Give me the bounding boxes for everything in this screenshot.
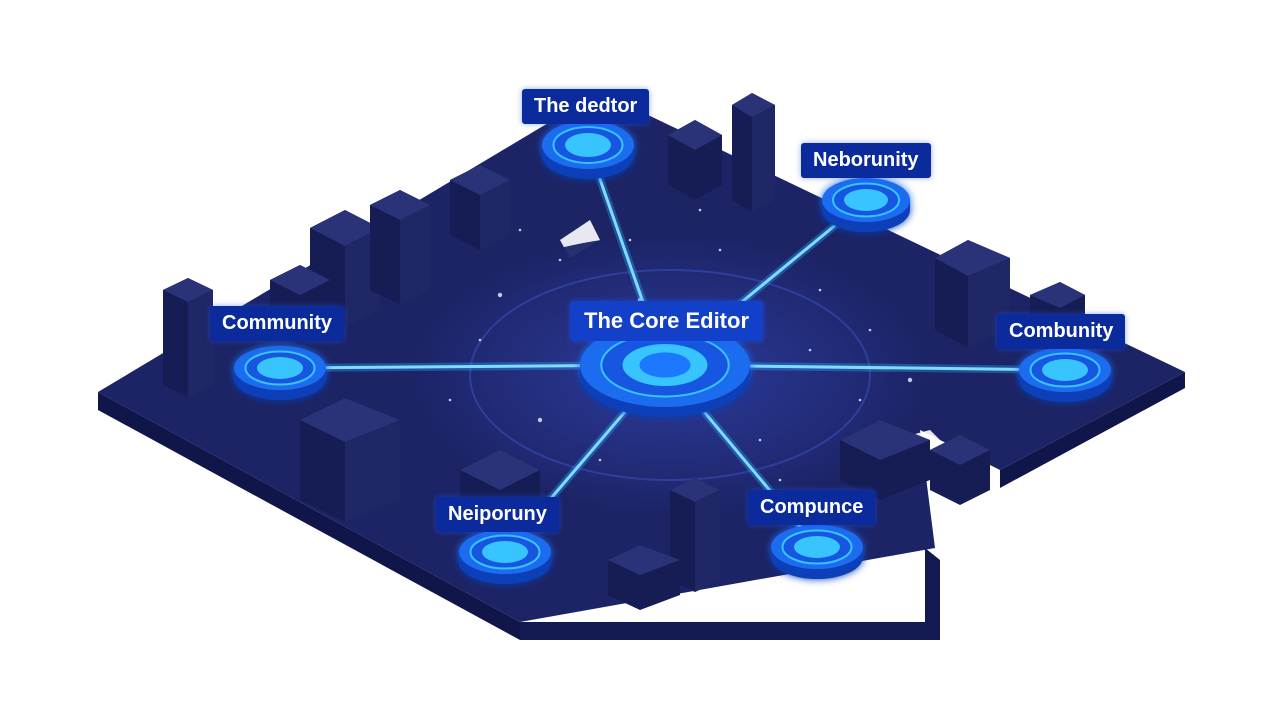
star-dot bbox=[558, 258, 562, 262]
star-dot bbox=[698, 208, 702, 212]
node-label-bottom-right[interactable]: Compunce bbox=[748, 490, 876, 525]
star-dot bbox=[497, 292, 503, 298]
node-label-top-right[interactable]: Neborunity bbox=[801, 143, 931, 178]
star-dot bbox=[478, 338, 482, 342]
star-dot bbox=[628, 238, 632, 242]
node-label-bottom-left[interactable]: Neiporuny bbox=[436, 497, 559, 532]
star-dot bbox=[868, 328, 872, 332]
platform-side-right bbox=[520, 548, 940, 640]
node-label-left[interactable]: Community bbox=[210, 306, 344, 341]
hub-disc[interactable] bbox=[580, 323, 750, 417]
buildings bbox=[163, 93, 1085, 610]
node-discs bbox=[234, 121, 1111, 584]
star-dot bbox=[808, 348, 812, 352]
node-disc-top[interactable] bbox=[542, 121, 634, 179]
plaza-ring bbox=[469, 269, 871, 481]
star-dot bbox=[858, 398, 862, 402]
node-label-right[interactable]: Combunity bbox=[997, 314, 1126, 349]
node-disc-left[interactable] bbox=[234, 346, 326, 400]
node-disc-bottom-left[interactable] bbox=[459, 530, 551, 584]
star-dot bbox=[598, 458, 602, 462]
star-dot bbox=[907, 377, 913, 383]
star-dot bbox=[758, 438, 762, 442]
star-dot bbox=[518, 228, 522, 232]
node-label-top[interactable]: The dedtor bbox=[522, 89, 650, 124]
star-dot bbox=[718, 248, 722, 252]
star-dot bbox=[818, 288, 822, 292]
star-dot bbox=[537, 417, 543, 423]
star-dot bbox=[778, 478, 782, 482]
star-dot bbox=[448, 398, 452, 402]
node-disc-right[interactable] bbox=[1019, 348, 1111, 402]
platform-side bbox=[98, 392, 520, 640]
node-disc-top-right[interactable] bbox=[822, 178, 910, 232]
node-disc-bottom-right[interactable] bbox=[771, 525, 863, 579]
platform-side-east bbox=[1000, 372, 1185, 488]
hub-label[interactable]: The Core Editor bbox=[570, 301, 764, 341]
